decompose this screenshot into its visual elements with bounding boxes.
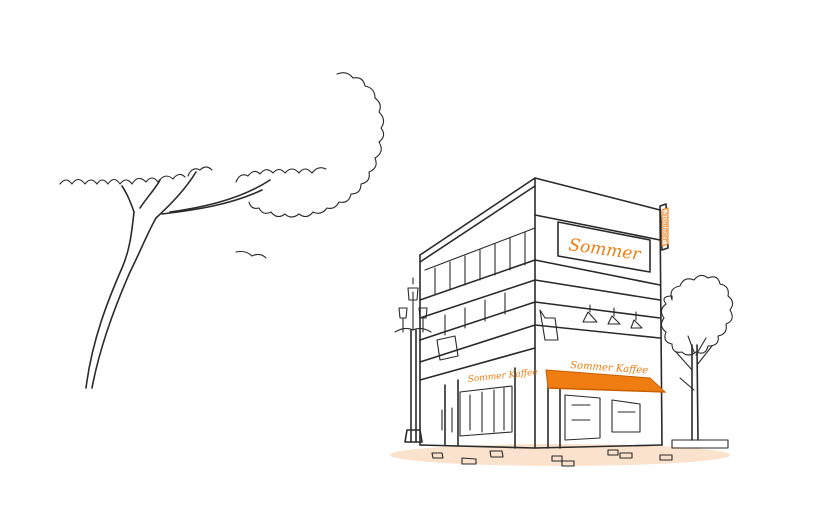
right-tree	[660, 274, 734, 441]
storefront-sign-text: Sommer Kaffee	[467, 368, 538, 385]
left-tree	[59, 72, 385, 389]
street-lamp	[394, 277, 432, 443]
cafe-building	[419, 177, 669, 449]
sidewalk-tiles	[431, 439, 729, 467]
blade-sign-text: Sommer	[661, 212, 669, 242]
upper-sign-text: Sommer	[567, 235, 642, 265]
awning-sign-text: Sommer Kaffee	[570, 360, 649, 376]
ground-shadow	[390, 444, 730, 466]
awning-trim	[547, 387, 666, 393]
